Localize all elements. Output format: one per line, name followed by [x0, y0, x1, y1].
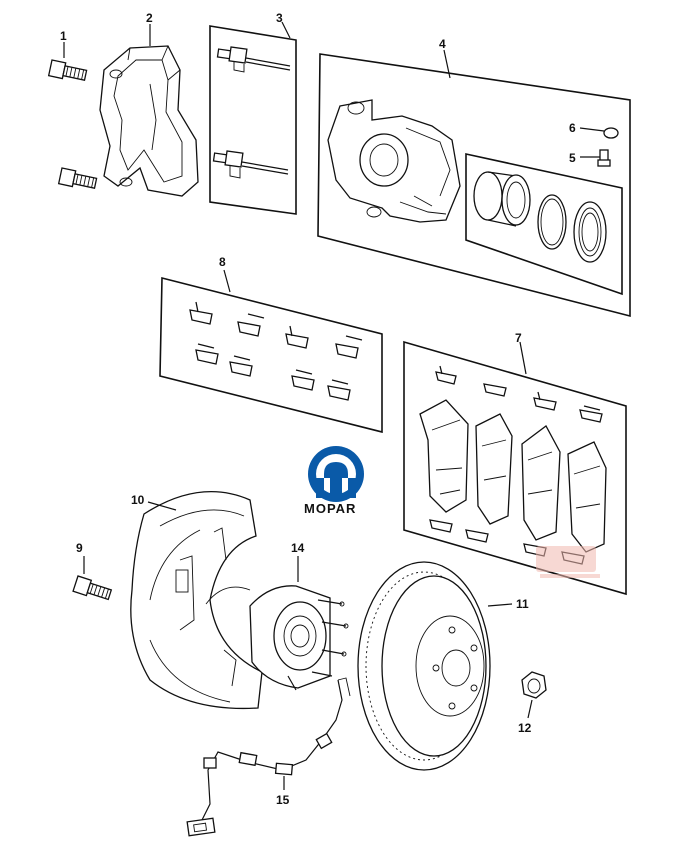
callout-2: 2	[146, 11, 153, 25]
clip-top-row	[189, 301, 363, 359]
part-14-hub-bearing[interactable]	[249, 585, 349, 691]
callout-9: 9	[76, 541, 83, 555]
part-4-panel[interactable]	[317, 53, 631, 318]
part-15-wheel-speed-sensor[interactable]	[186, 677, 351, 837]
caliper-housing	[327, 99, 461, 223]
callout-7: 7	[515, 331, 522, 345]
clip-bottom-row	[195, 343, 351, 401]
callout-5: 5	[569, 151, 576, 165]
guide-pin-upper	[216, 46, 291, 73]
callout-11: 11	[516, 597, 529, 611]
callout-1: 1	[60, 29, 67, 43]
callout-8: 8	[219, 255, 226, 269]
piston-seal	[537, 194, 567, 250]
part-3-panel[interactable]	[209, 25, 297, 215]
mopar-wordmark: MOPAR	[304, 501, 356, 516]
part-7-panel[interactable]	[403, 340, 627, 596]
mopar-logo: MOPAR	[304, 446, 364, 516]
seal-kit-panel	[465, 153, 623, 296]
bleeder-cap	[603, 127, 619, 139]
caliper-piston	[473, 171, 531, 227]
watermark-logo	[536, 546, 600, 578]
callout-14: 14	[291, 541, 305, 555]
callout-10: 10	[131, 493, 145, 507]
part-12-hub-nut[interactable]	[521, 671, 547, 699]
brake-pads	[419, 399, 607, 553]
guide-pin-lower	[212, 150, 289, 179]
part-1-bolts[interactable]	[47, 59, 98, 191]
dust-boot	[573, 201, 607, 263]
bleeder-screw	[597, 149, 611, 167]
callout-12: 12	[518, 721, 532, 735]
callout-15: 15	[276, 793, 290, 807]
part-11-rotor[interactable]	[357, 561, 491, 771]
part-2-caliper-bracket[interactable]	[99, 45, 199, 197]
callout-3: 3	[276, 11, 283, 25]
part-10-dust-shield[interactable]	[130, 491, 263, 710]
part-8-panel[interactable]	[159, 276, 383, 434]
pad-clips-top	[435, 365, 603, 423]
callout-4: 4	[439, 37, 446, 51]
callout-6: 6	[569, 121, 576, 135]
part-9-bolt[interactable]	[72, 575, 113, 602]
